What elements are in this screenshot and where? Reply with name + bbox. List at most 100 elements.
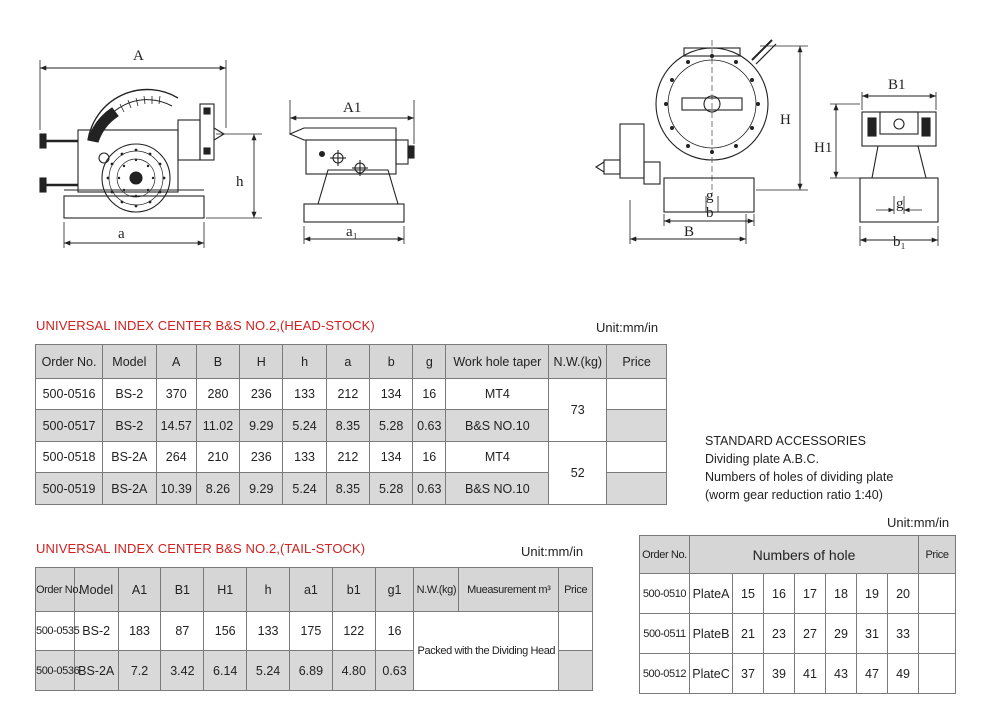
col-header: Work hole taper [445, 344, 550, 379]
cell: 370 [155, 378, 197, 410]
col-header: Price [558, 567, 593, 612]
col-header: h [282, 344, 327, 379]
table-row: 500-0536 BS-2A 7.2 3.42 6.14 5.24 6.89 4… [35, 650, 593, 691]
table-row: 500-0511 PlateB 21 23 27 29 31 33 [639, 613, 957, 654]
cell: B&S NO.10 [445, 472, 550, 505]
model: BS-2A [102, 472, 157, 505]
table-row: 500-0510 PlateA 15 16 17 18 19 20 [639, 573, 957, 614]
model: BS-2 [102, 409, 157, 442]
order-no: 500-0518 [34, 441, 104, 473]
price-cell [558, 650, 593, 691]
cell: 183 [117, 611, 162, 651]
dim-label-b1: b₁ [893, 234, 906, 250]
hole-count: 15 [732, 573, 764, 614]
hole-count: 16 [763, 573, 795, 614]
hole-count: 39 [763, 653, 795, 694]
hole-count: 20 [886, 573, 920, 614]
tail-stock-drawing [288, 100, 415, 244]
plates-header-row: Order No. Numbers of hole Price [639, 535, 957, 574]
col-header: Price [918, 535, 957, 574]
cell: 134 [369, 441, 414, 473]
table-row: 500-0518 BS-2A 264 210 236 133 212 134 1… [34, 441, 667, 505]
cell: 212 [325, 378, 371, 410]
order-no: 500-0519 [34, 472, 104, 505]
order-no: 500-0510 [639, 573, 690, 614]
hole-count: 31 [856, 613, 888, 654]
cell: 264 [155, 441, 197, 473]
dim-label-g: g [706, 188, 714, 204]
dim-label-B: B [684, 224, 694, 240]
cell: 134 [369, 378, 414, 410]
col-header: a [325, 344, 371, 379]
cell: 212 [325, 441, 371, 473]
cell: B&S NO.10 [445, 409, 550, 442]
cell: 16 [374, 611, 415, 651]
cell: 236 [239, 378, 284, 410]
plate-name: PlateC [689, 653, 733, 694]
model: BS-2 [102, 378, 157, 410]
hole-count: 49 [886, 653, 920, 694]
col-header: h [246, 567, 290, 612]
dim-label-A1: A1 [343, 100, 361, 116]
tail-stock-unit: Unit:mm/in [521, 544, 584, 559]
dim-label-A: A [133, 48, 144, 64]
tail-stock-title: UNIVERSAL INDEX CENTER B&S NO.2,(TAIL-ST… [36, 541, 366, 556]
price-cell [606, 441, 667, 473]
table-row: 500-0519 BS-2A 10.39 8.26 9.29 5.24 8.35… [34, 472, 667, 505]
cell: 133 [246, 611, 290, 651]
accessories-title: STANDARD ACCESSORIES [705, 434, 866, 448]
dim-label-H1: H1 [814, 140, 832, 156]
col-header: H [239, 344, 284, 379]
order-no: 500-0535 [35, 611, 80, 651]
cell: 16 [412, 378, 447, 410]
cell: 87 [160, 611, 205, 651]
cell: 133 [282, 378, 327, 410]
order-no: 500-0516 [34, 378, 104, 410]
hole-count: 37 [732, 653, 764, 694]
cell: 16 [412, 441, 447, 473]
cell: 6.14 [203, 650, 248, 691]
nw-cell: 52 [548, 441, 608, 505]
model: BS-2A [73, 650, 119, 691]
order-no: 500-0512 [639, 653, 690, 694]
cell: 5.28 [369, 409, 414, 442]
col-header: Numbers of hole [688, 535, 920, 574]
table-row: 500-0512 PlateC 37 39 41 43 47 49 [639, 653, 957, 694]
col-header: Mueasurement m³ [458, 567, 560, 612]
accessories-line: Dividing plate A.B.C. [705, 452, 819, 466]
accessories-line: Numbers of holes of dividing plate [705, 470, 894, 484]
hole-count: 29 [825, 613, 857, 654]
price-cell [918, 613, 957, 654]
cell: 236 [239, 441, 284, 473]
col-header: A [155, 344, 197, 379]
model: BS-2A [102, 441, 157, 473]
cell: MT4 [445, 378, 550, 410]
col-header: N.W.(kg) [413, 567, 460, 612]
hole-count: 43 [825, 653, 857, 694]
cell: 8.35 [325, 409, 371, 442]
cell: 280 [195, 378, 241, 410]
packed-note: Packed with the Dividing Head [413, 611, 560, 691]
price-cell [606, 378, 667, 410]
plate-name: PlateA [689, 573, 733, 614]
cell: 0.63 [412, 409, 447, 442]
plates-unit: Unit:mm/in [887, 515, 950, 530]
cell: 0.63 [374, 650, 415, 691]
col-header: Order No. [639, 535, 690, 574]
table-row: 500-0516 BS-2 370 280 236 133 212 134 16… [34, 378, 667, 442]
tail-stock-table: Order No. Model A1 B1 H1 h a1 b1 g1 N.W.… [35, 567, 593, 691]
cell: 4.80 [331, 650, 376, 691]
accessories-line: (worm gear reduction ratio 1:40) [705, 488, 883, 502]
cell: 133 [282, 441, 327, 473]
dim-label-a: a [118, 226, 125, 242]
cell: 5.24 [282, 409, 327, 442]
order-no: 500-0517 [34, 409, 104, 442]
cell: 5.24 [282, 472, 327, 505]
col-header: A1 [117, 567, 162, 612]
dim-label-h: h [236, 174, 244, 190]
cell: 11.02 [195, 409, 241, 442]
col-header: H1 [203, 567, 248, 612]
dim-label-a1: a₁ [346, 224, 358, 240]
cell: 9.29 [239, 409, 284, 442]
plate-name: PlateB [689, 613, 733, 654]
